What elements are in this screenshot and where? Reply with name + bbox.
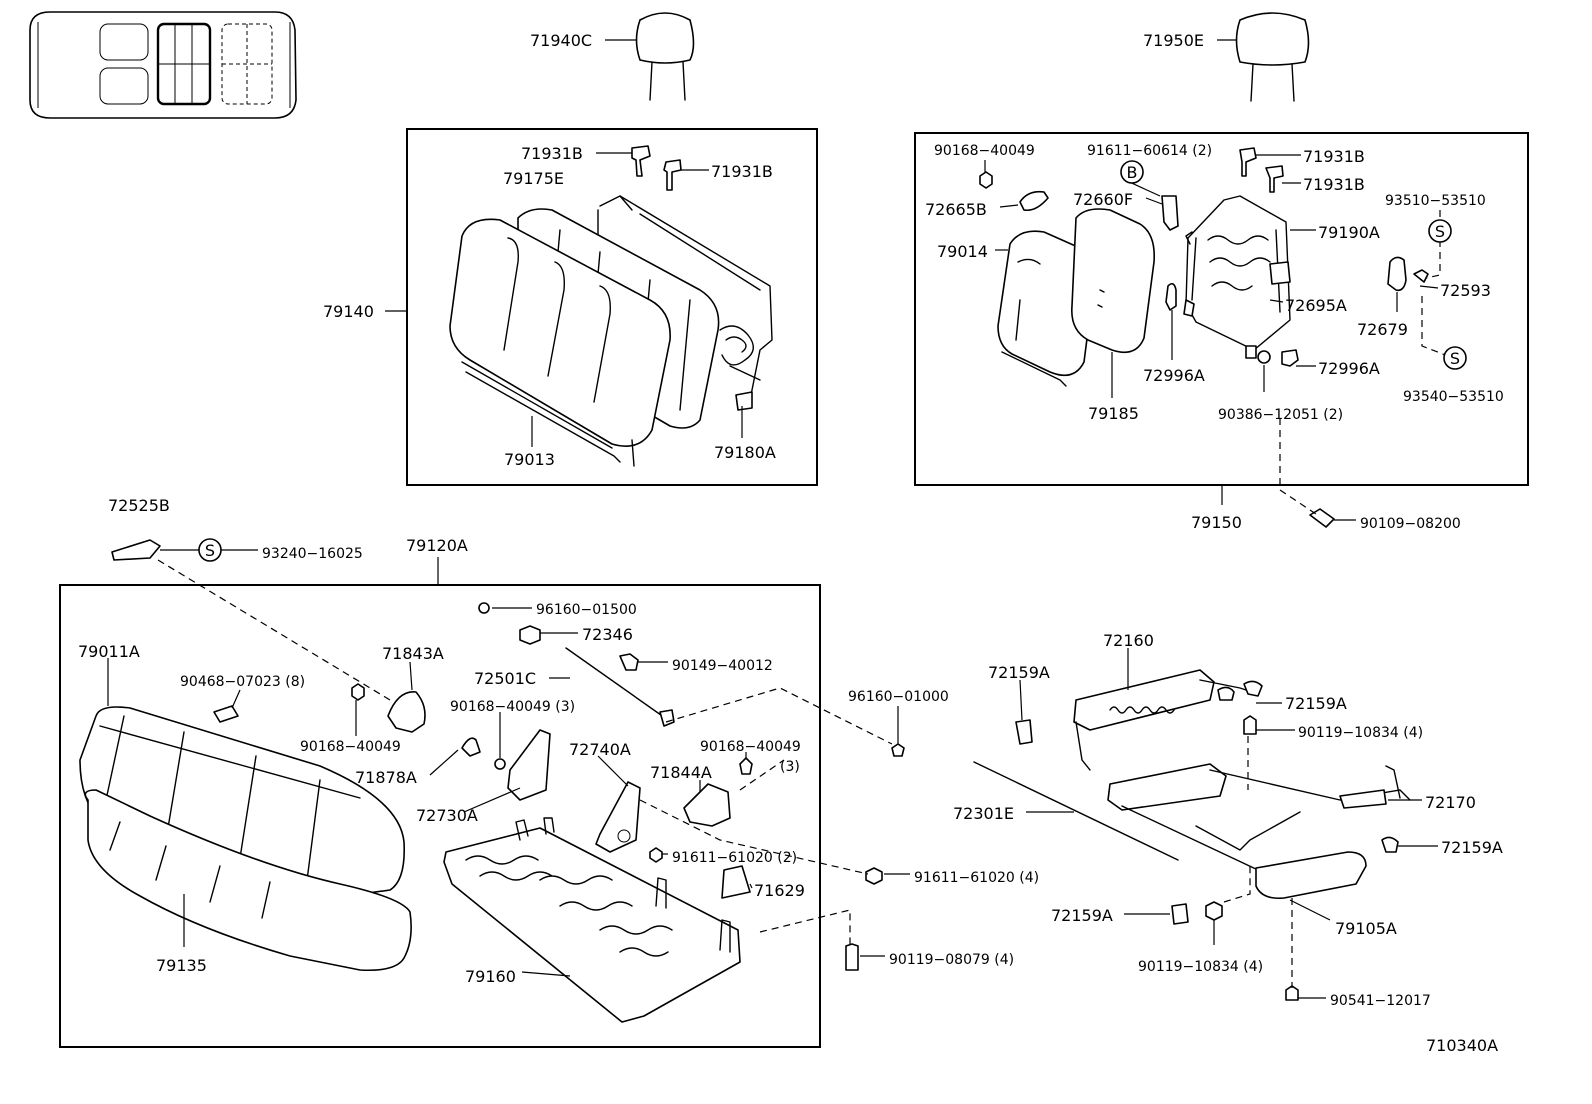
- part-label-79013: 79013: [504, 450, 555, 469]
- part-label-79190a: 79190A: [1318, 223, 1380, 242]
- part-label-90119-10834-b: 90119−10834 (4): [1138, 959, 1263, 975]
- cushion-frame-79160: [443, 817, 741, 1023]
- mark-b-text: B: [1127, 163, 1138, 182]
- part-label-72593: 72593: [1440, 281, 1491, 300]
- part-label-90168-40049-c: 90168−40049: [300, 739, 401, 755]
- part-label-90468-07023: 90468−07023 (8): [180, 674, 305, 690]
- part-label-71843a: 71843A: [382, 644, 444, 663]
- seat-rail-72170: [1107, 763, 1411, 871]
- part-label-96160-01500: 96160−01500: [536, 602, 637, 618]
- part-label-71931b-b: 71931B: [711, 162, 773, 181]
- part-label-79120a: 79120A: [406, 536, 468, 555]
- part-label-72665b: 72665B: [925, 200, 987, 219]
- part-label-72159a-b: 72159A: [1285, 694, 1347, 713]
- mark-s-text: S: [205, 541, 215, 560]
- part-label-71931b-a: 71931B: [521, 144, 583, 163]
- part-label-90541-12017: 90541−12017: [1330, 993, 1431, 1009]
- part-label-79185: 79185: [1088, 404, 1139, 423]
- part-label-72346: 72346: [582, 625, 633, 644]
- part-label-93240-16025: 93240−16025: [262, 546, 363, 562]
- part-label-79140: 79140: [323, 302, 374, 321]
- part-label-91611-61020-a: 91611−61020 (2): [672, 850, 797, 866]
- callout-mark-b: B: [1120, 160, 1144, 184]
- part-label-72501c: 72501C: [474, 669, 536, 688]
- part-label-72730a: 72730A: [416, 806, 478, 825]
- part-label-90386-12051: 90386−12051 (2): [1218, 407, 1343, 423]
- part-label-71629: 71629: [754, 881, 805, 900]
- part-label-71878a: 71878A: [355, 768, 417, 787]
- part-label-90119-08079: 90119−08079 (4): [889, 952, 1014, 968]
- seat-rail-cover-79105a: [1255, 851, 1367, 900]
- part-label-90168-40049-b: 90168−40049 (3): [450, 699, 575, 715]
- part-label-93510-53510: 93510−53510: [1385, 193, 1486, 209]
- part-label-79105a: 79105A: [1335, 919, 1397, 938]
- part-label-91611-60614: 91611−60614 (2): [1087, 143, 1212, 159]
- part-label-79160: 79160: [465, 967, 516, 986]
- part-label-90168-40049-a: 90168−40049: [934, 143, 1035, 159]
- seatback-rear-cover-79185: [1071, 208, 1156, 354]
- seatback-cover-79013: [449, 218, 671, 467]
- seatback-cover-79014: [997, 230, 1096, 387]
- part-label-72679: 72679: [1357, 320, 1408, 339]
- part-label-79011a: 79011A: [78, 642, 140, 661]
- part-label-71931b-d: 71931B: [1303, 175, 1365, 194]
- part-label-96160-01000: 96160−01000: [848, 689, 949, 705]
- part-label-90149-40012: 90149−40012: [672, 658, 773, 674]
- part-label-72301e: 72301E: [953, 804, 1014, 823]
- part-number-labels: 71940C 71950E 71931B 71931B 79175E 79140 79013…: [78, 31, 1504, 1009]
- part-label-71950e: 71950E: [1143, 31, 1204, 50]
- diagram-code: 710340A: [1426, 1036, 1498, 1055]
- part-label-90168-40049-d: 90168−40049: [700, 739, 801, 755]
- part-label-72740a: 72740A: [569, 740, 631, 759]
- cushion-small-parts: [111, 539, 905, 971]
- seat-adjuster-72160: [1073, 669, 1263, 771]
- part-label-72159a-a: 72159A: [988, 663, 1050, 682]
- box-seat-cushion-79120a: [59, 584, 821, 1048]
- mark-s-text: S: [1435, 222, 1445, 241]
- callout-mark-s-2: S: [1428, 219, 1452, 243]
- part-label-79135: 79135: [156, 956, 207, 975]
- part-label-72160: 72160: [1103, 631, 1154, 650]
- part-label-79175e: 79175E: [503, 169, 564, 188]
- part-label-paren-3: (3): [780, 759, 800, 775]
- adjuster-small-parts: [973, 715, 1399, 1001]
- part-label-72525b: 72525B: [108, 496, 170, 515]
- box-seatback-79140: [406, 128, 818, 486]
- callout-mark-s-1: S: [198, 538, 222, 562]
- seatback-frame-79180a: [597, 195, 773, 411]
- part-label-72695a: 72695A: [1285, 296, 1347, 315]
- part-label-72170: 72170: [1425, 793, 1476, 812]
- part-label-79180a: 79180A: [714, 443, 776, 462]
- part-label-72996a-b: 72996A: [1143, 366, 1205, 385]
- part-label-71940c: 71940C: [530, 31, 592, 50]
- part-label-91611-61020-b: 91611−61020 (4): [914, 870, 1039, 886]
- part-label-72660f: 72660F: [1073, 190, 1133, 209]
- headrest-71950e: [1217, 12, 1310, 102]
- part-label-93540-53510: 93540−53510: [1403, 389, 1504, 405]
- callout-mark-s-3: S: [1443, 346, 1467, 370]
- part-label-71931b-c: 71931B: [1303, 147, 1365, 166]
- part-label-71844a: 71844A: [650, 763, 712, 782]
- headrest-71940c: [605, 12, 695, 101]
- part-label-79150: 79150: [1191, 513, 1242, 532]
- part-label-90119-10834-a: 90119−10834 (4): [1298, 725, 1423, 741]
- part-label-72996a-a: 72996A: [1318, 359, 1380, 378]
- seatback-small-parts: [979, 147, 1429, 528]
- part-label-72159a-c: 72159A: [1441, 838, 1503, 857]
- part-label-72159a-d: 72159A: [1051, 906, 1113, 925]
- seatback-frame-79190a: [1185, 195, 1291, 351]
- seatback-locks-71931b: [631, 145, 682, 191]
- cushion-pad-79135: [84, 789, 412, 972]
- part-label-90109-08200: 90109−08200: [1360, 516, 1461, 532]
- mark-s-text: S: [1450, 349, 1460, 368]
- vehicle-seat-locator: [29, 11, 297, 119]
- part-label-79014: 79014: [937, 242, 988, 261]
